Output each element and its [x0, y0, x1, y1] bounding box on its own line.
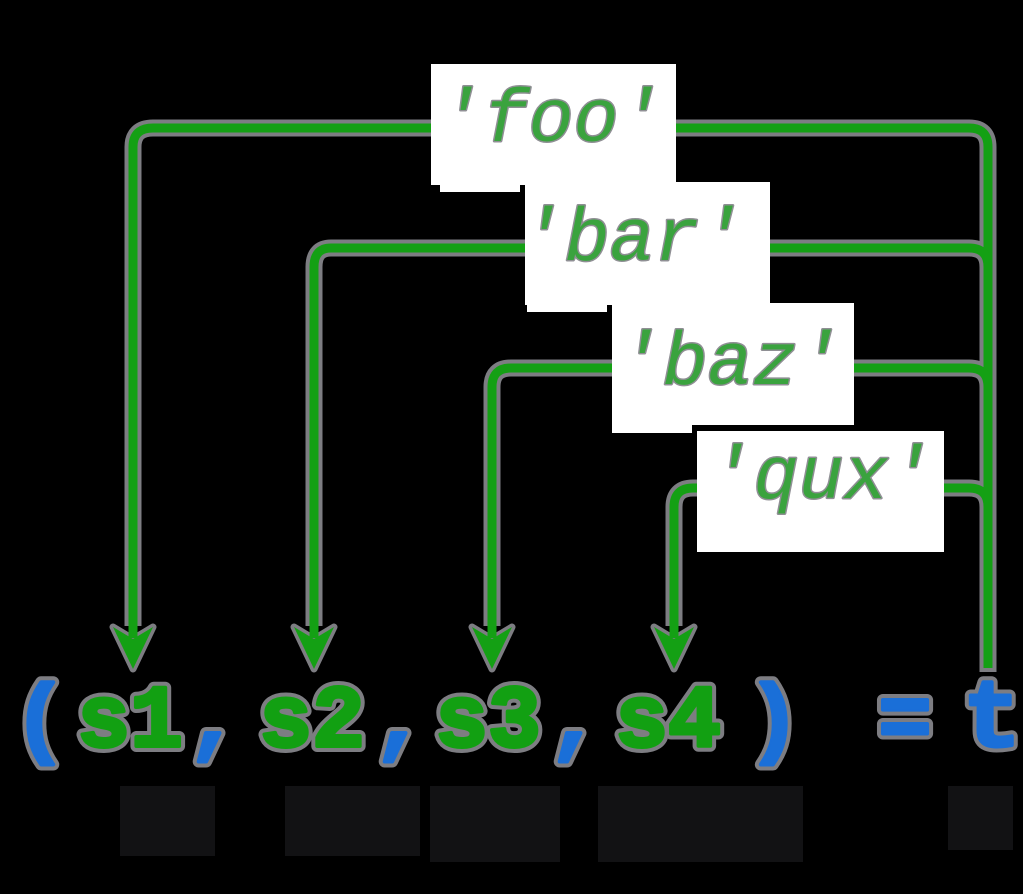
svg-text:'bar': 'bar'	[519, 198, 744, 283]
svg-text:): )	[748, 674, 801, 773]
svg-text:'qux': 'qux'	[708, 436, 933, 521]
svg-text:s4: s4	[615, 674, 721, 773]
svg-text:t: t	[963, 666, 1021, 775]
svg-text:,: ,	[549, 674, 602, 773]
svg-text:,: ,	[549, 674, 602, 773]
svg-text:(: (	[14, 674, 67, 773]
svg-text:'foo': 'foo'	[438, 79, 663, 164]
svg-text:t: t	[963, 666, 1021, 775]
svg-text:,: ,	[188, 674, 241, 773]
svg-text:): )	[748, 674, 801, 773]
svg-text:s2: s2	[259, 674, 365, 773]
svg-text:=: =	[879, 674, 932, 773]
svg-text:s1: s1	[77, 674, 183, 773]
svg-text:,: ,	[374, 674, 427, 773]
svg-text:,: ,	[188, 674, 241, 773]
svg-text:s3: s3	[435, 674, 541, 773]
svg-text:,: ,	[374, 674, 427, 773]
svg-text:s2: s2	[259, 674, 365, 773]
svg-text:'baz': 'baz'	[617, 322, 842, 407]
svg-text:s1: s1	[77, 674, 183, 773]
svg-text:(: (	[14, 674, 67, 773]
svg-text:s4: s4	[615, 674, 721, 773]
svg-text:=: =	[879, 674, 932, 773]
svg-text:s3: s3	[435, 674, 541, 773]
